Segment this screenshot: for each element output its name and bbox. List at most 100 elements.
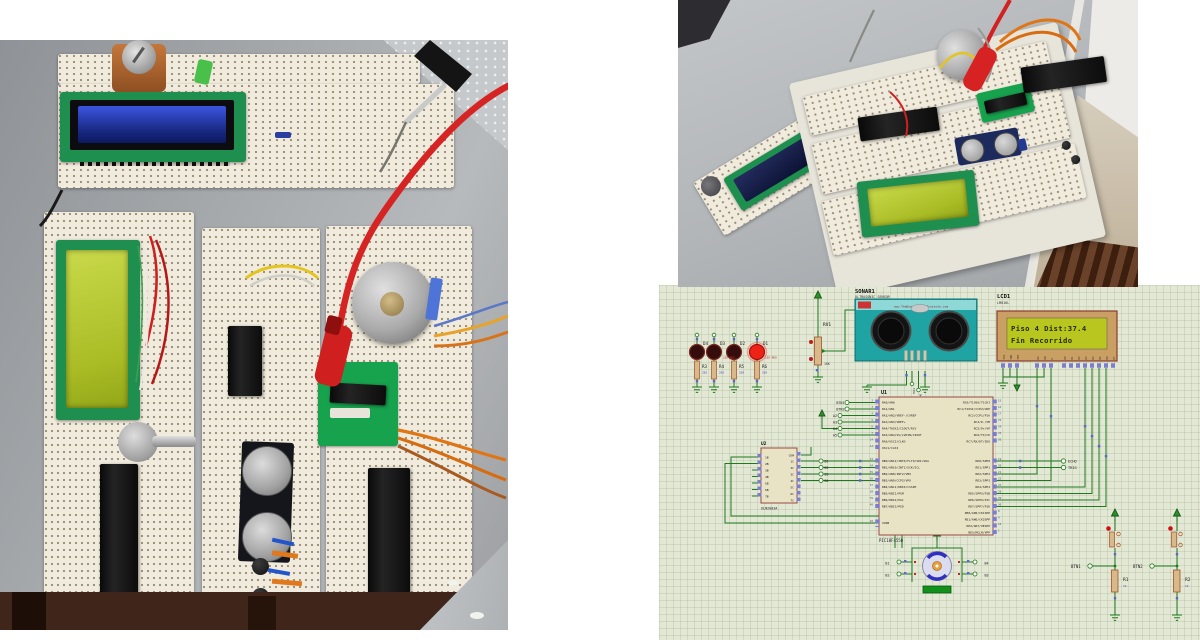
svg-text:40: 40 [870,503,874,507]
svg-text:20: 20 [998,464,1002,468]
svg-text:16: 16 [998,405,1002,409]
svg-text:5C: 5C [790,486,794,490]
probe-handle [414,40,472,92]
r1-value: 1k [1123,584,1127,588]
svg-text:4B: 4B [765,475,769,479]
svg-text:RB4/AN11/KBI0/CSSPP: RB4/AN11/KBI0/CSSPP [882,485,917,489]
button-networks: R1 1k R2 1k [1106,526,1191,593]
svg-text:VDD: VDD [1009,354,1013,359]
red-jumper-a [144,235,158,347]
svg-text:D3: D3 [1084,356,1088,360]
orange-wire-1 [397,428,507,462]
svg-text:RE3/MCLR/VPP: RE3/MCLR/VPP [968,531,990,535]
led-model-text-d1: LED-RED [765,356,777,360]
svg-text:RE2/AN7/OESPP: RE2/AN7/OESPP [967,524,991,528]
sonar-crystal [910,304,930,313]
svg-text:2: 2 [871,399,873,403]
u1-part: PIC18F4550 [879,538,904,543]
photo-breadboard-top-view [0,40,508,630]
svg-text:8: 8 [998,509,1000,513]
stepper-b1: B1 [885,562,889,566]
svg-text:10: 10 [998,522,1002,526]
svg-text:RC6/TX/CK: RC6/TX/CK [974,433,990,437]
svg-text:1C: 1C [790,460,794,464]
stepper-wire-orange [433,330,508,348]
sonar-logo-tag [858,301,871,309]
left-photo-wires [38,40,508,500]
svg-text:D2: D2 [1077,356,1081,360]
led-d2 [725,343,743,361]
svg-text:3: 3 [871,405,873,409]
dip-ic-right [368,468,410,600]
svg-text:26: 26 [998,438,1002,442]
svg-text:BTN1: BTN1 [836,401,844,405]
stepper-wire-yellow [433,314,508,338]
u1-right-pin-labels: RC0/T1OSO/T1CKIRC1/T1OSI/CCP2/UOERC2/CCP… [957,401,990,535]
svg-text:R5: R5 [739,364,745,369]
red-power-wire [334,82,508,340]
btn-net-labels: BTN1 BTN2 [1071,564,1143,569]
yellow-jumper [245,264,319,280]
svg-text:D4: D4 [703,341,709,346]
svg-text:BTN2: BTN2 [1133,564,1143,569]
svg-text:220: 220 [719,371,724,375]
lcd-screen [1006,317,1108,350]
svg-text:BTN1: BTN1 [1071,564,1081,569]
red-wire-r [889,91,909,137]
probe-tip [403,83,447,125]
alligator-clip-jaw [324,315,343,336]
svg-text:A4: A4 [833,427,837,431]
pin-header-row [80,158,230,166]
svg-text:RC1/T1OSI/CCP2/UOE: RC1/T1OSI/CCP2/UOE [957,407,990,411]
svg-text:RD6/SPP6/P1C: RD6/SPP6/P1C [968,498,990,502]
alligator-clip [314,323,353,387]
sonar-module: www.TheEngineeringProjects.com SONAR1 UL… [854,289,978,400]
svg-text:D6: D6 [1105,356,1109,360]
svg-text:RE0/AN5/CK1SPP: RE0/AN5/CK1SPP [965,511,990,515]
svg-text:RD4/SPP4: RD4/SPP4 [976,485,991,489]
transducer-can-1 [242,446,292,496]
rv1-value: 10K [824,362,830,366]
dip-ic-left [100,464,138,600]
svg-text:RC7/RX/DT/SDO: RC7/RX/DT/SDO [967,440,991,444]
u2-ref: U2 [761,441,767,447]
svg-text:RB0/AN12/INT0/FLT0/SDI/SDA: RB0/AN12/INT0/FLT0/SDI/SDA [882,459,929,463]
svg-text:7: 7 [871,431,873,435]
led-d3 [705,343,723,361]
blue-capacitor [275,132,291,138]
svg-text:R3: R3 [702,364,708,369]
svg-text:21: 21 [998,470,1002,474]
svg-text:RC5/D+/VP: RC5/D+/VP [974,427,990,431]
lcd-line1: Piso 4 Dist:37.4 [1011,324,1087,333]
probe-wire-r [848,9,875,63]
svg-text:RD5/SPP5/P1B: RD5/SPP5/P1B [968,492,990,496]
svg-text:29: 29 [998,496,1002,500]
svg-text:RB7/KBI3/PGD: RB7/KBI3/PGD [882,505,904,509]
svg-text:RB5/KBI1/PGM: RB5/KBI1/PGM [882,492,904,496]
svg-text:4: 4 [871,412,873,416]
table-leg-1 [12,592,46,630]
svg-text:RD1/SPP1: RD1/SPP1 [976,466,991,470]
proteus-schematic: www.TheEngineeringProjects.com SONAR1 UL… [659,285,1200,640]
r2-value: 1k [1185,584,1189,588]
u1-left-pin-labels: RA0/AN0RA1/AN1RA2/AN2/VREF-/CVREFRA3/AN3… [882,401,929,526]
potentiometer-knob [122,40,156,74]
svg-text:RD7/SPP7/P1D: RD7/SPP7/P1D [968,505,990,509]
svg-text:220: 220 [739,371,744,375]
sonar-trig-net: TRIG [912,387,916,394]
svg-text:RA1/AN1: RA1/AN1 [882,407,895,411]
rv1-potentiometer: RV1 10K [809,322,831,366]
svg-text:15: 15 [998,399,1002,403]
r2-label: R2 [1185,577,1191,583]
svg-text:D1: D1 [763,341,769,346]
white-jumper [139,243,150,391]
svg-text:RA6/OSC2/CLKO: RA6/OSC2/CLKO [882,440,906,444]
probe-wire [378,121,408,173]
push-button-1 [252,558,269,575]
